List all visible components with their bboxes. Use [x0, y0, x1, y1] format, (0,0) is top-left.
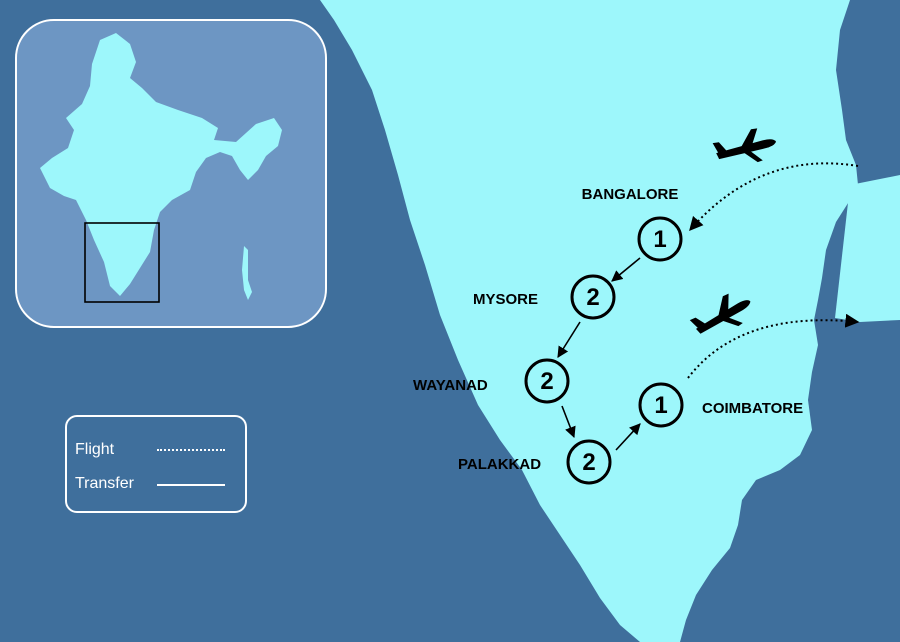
- legend-flight-line: [157, 449, 225, 451]
- stop-nights: 1: [654, 392, 667, 419]
- stop-nights: 2: [582, 449, 595, 476]
- andaman-islands: [242, 246, 252, 300]
- stop-nights: 2: [540, 368, 553, 395]
- transfer-mysore-wayanad: [557, 321, 581, 358]
- legend-box: Flight Transfer: [65, 415, 247, 513]
- stop-mysore[interactable]: 2: [570, 274, 616, 320]
- legend-transfer-label: Transfer: [75, 475, 134, 492]
- legend-transfer-line: [157, 484, 225, 486]
- stop-circle: [638, 382, 684, 428]
- transfer-wayanad-palakkad: [561, 405, 576, 439]
- city-label-mysore: MYSORE: [473, 291, 538, 308]
- stop-nights: 2: [586, 284, 599, 311]
- stop-coimbatore[interactable]: 1: [638, 382, 684, 428]
- stop-circle: [637, 216, 683, 262]
- stop-palakkad[interactable]: 2: [566, 439, 612, 485]
- city-label-coimbatore: COIMBATORE: [702, 400, 803, 417]
- transfer-bangalore-mysore: [611, 257, 641, 282]
- airplane-arrival-icon: [712, 128, 777, 163]
- stop-circle: [570, 274, 616, 320]
- stop-nights: 1: [653, 226, 666, 253]
- stop-bangalore[interactable]: 1: [637, 216, 683, 262]
- city-label-bangalore: BANGALORE: [582, 186, 679, 203]
- transfer-palakkad-coimbatore: [615, 423, 641, 451]
- legend-flight-label: Flight: [75, 441, 115, 458]
- stop-wayanad[interactable]: 2: [524, 358, 570, 404]
- city-label-wayanad: WAYANAD: [413, 377, 488, 394]
- india-outline-icon: [40, 33, 282, 296]
- south-india-box: [84, 222, 160, 303]
- south-india-land: [320, 0, 858, 642]
- flight-route-departure: [687, 313, 860, 379]
- stop-circle: [566, 439, 612, 485]
- east-shore-land: [835, 175, 900, 322]
- airplane-departure-icon: [689, 293, 751, 334]
- stop-circle: [524, 358, 570, 404]
- city-label-palakkad: PALAKKAD: [458, 456, 541, 473]
